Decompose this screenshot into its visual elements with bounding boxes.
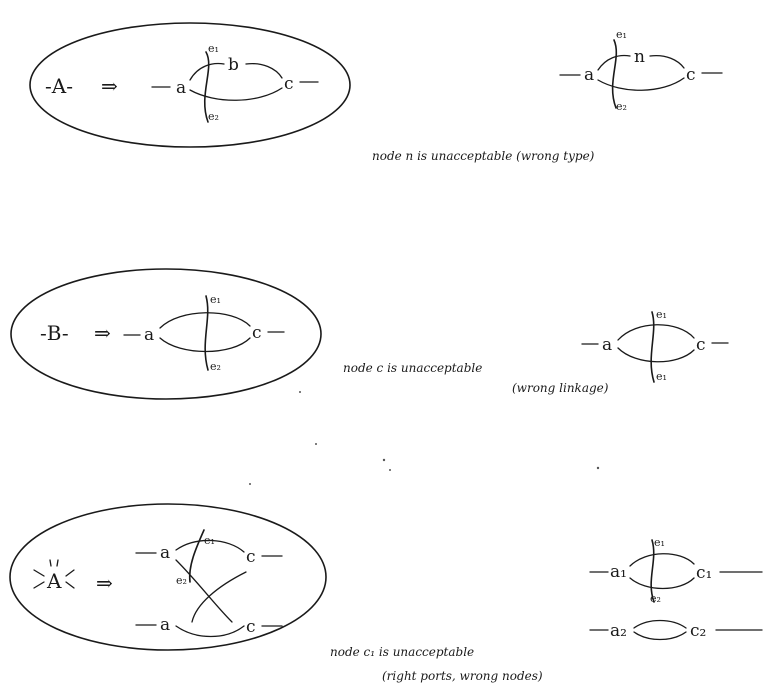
cand-3-link-a2-c2-upper (633, 619, 687, 629)
cand-3-node-c2: c₂ (690, 621, 706, 641)
rule-1-link-a-c-lower (189, 87, 283, 101)
rule-2-label-e1: e₁ (210, 293, 221, 306)
rule-2-link-lower (159, 337, 251, 353)
rule-3-cross-2 (191, 571, 247, 623)
cand-3-label-e1: e₁ (654, 536, 665, 549)
cand-3-node-c1: c₁ (696, 563, 712, 583)
cand-2-node-c: c (696, 335, 706, 355)
row-3: A ⇒ a e₁ e₂ c a c a₁ e₁ e₂ c₁ a₂ c₂ node… (9, 503, 763, 683)
rule-1-cut (203, 51, 210, 123)
rule-1-arrow: ⇒ (101, 74, 118, 98)
rule-3-ellipse (9, 503, 327, 651)
row-1: -A- ⇒ a e₁ e₂ b c a e₁ e₂ n c node n is … (29, 22, 723, 163)
rule-3-label-e2: e₂ (176, 574, 187, 587)
cand-1-link-a-c-lower (597, 77, 685, 91)
cand-2-label-e2: e₁ (656, 370, 667, 383)
note-2-line-1: node c is unacceptable (343, 361, 482, 375)
rule-3-link-bot (175, 625, 245, 638)
cand-3-link-a2-c2-lower (633, 631, 687, 641)
cand-2-node-a: a (602, 335, 612, 355)
rule-1-node-a: a (176, 78, 186, 98)
rule-1-node-c: c (284, 74, 294, 94)
cand-1-node-a: a (584, 65, 594, 85)
rule-2-lhs: -B- (40, 321, 69, 345)
rule-1-link-b-c (245, 62, 283, 79)
rule-1-lhs: -A- (45, 74, 73, 98)
rule-1-ellipse (29, 22, 351, 148)
cand-1-cut (611, 39, 618, 109)
rule-3-arrow: ⇒ (96, 571, 113, 595)
row-2: -B- ⇒ a e₁ e₂ c a e₁ e₁ c node c is unac… (10, 268, 729, 400)
note-1-line-1: node n is unacceptable (wrong type) (372, 149, 595, 163)
cand-3-link-lower (629, 577, 695, 590)
cand-3-label-e2: e₂ (650, 592, 661, 605)
rule-3-node-a-bot: a (160, 615, 170, 635)
cand-2-link-lower (617, 347, 695, 363)
cand-1-link-a-n (597, 54, 631, 71)
rule-3-link-top (175, 539, 245, 553)
rule-3-starburst (33, 559, 75, 589)
cand-2-cut (650, 311, 655, 383)
cand-1-node-n: n (634, 47, 645, 67)
rule-2-arrow: ⇒ (94, 321, 111, 345)
cand-2-label-e1: e₁ (656, 308, 667, 321)
rule-2-label-e2: e₂ (210, 360, 221, 373)
rule-3-node-c-bot: c (246, 617, 256, 637)
note-3-line-1: node c₁ is unacceptable (330, 645, 474, 659)
rule-2-ellipse (10, 268, 322, 400)
rule-2-cut (204, 295, 209, 371)
rule-2-link-upper (159, 312, 251, 329)
rule-1-link-a-b (189, 62, 225, 81)
rule-1-label-e2: e₂ (208, 110, 219, 123)
cand-3-node-a1: a₁ (610, 562, 627, 582)
cand-3-link-upper (629, 553, 695, 567)
cand-2-link-upper (617, 324, 695, 341)
rule-3-lhs: A (46, 569, 62, 593)
rule-2-node-a: a (144, 325, 154, 345)
rule-3-cut (188, 529, 205, 583)
cand-3-cut (650, 539, 655, 603)
rule-2-node-c: c (252, 323, 262, 343)
rule-3-node-a-top: a (160, 543, 170, 563)
rule-1-label-e1: e₁ (208, 42, 219, 55)
rule-1-node-b: b (228, 55, 239, 75)
note-3-line-2: (right ports, wrong nodes) (382, 669, 543, 683)
scan-specks (249, 391, 600, 485)
cand-1-link-n-c (649, 54, 685, 69)
note-2-line-2: (wrong linkage) (512, 381, 609, 395)
cand-1-label-e1: e₁ (616, 28, 627, 41)
rule-3-node-c-top: c (246, 547, 256, 567)
rule-3-cross-1 (175, 559, 233, 623)
cand-1-node-c: c (686, 65, 696, 85)
cand-3-node-a2: a₂ (610, 621, 627, 641)
cand-1-label-e2: e₂ (616, 100, 627, 113)
